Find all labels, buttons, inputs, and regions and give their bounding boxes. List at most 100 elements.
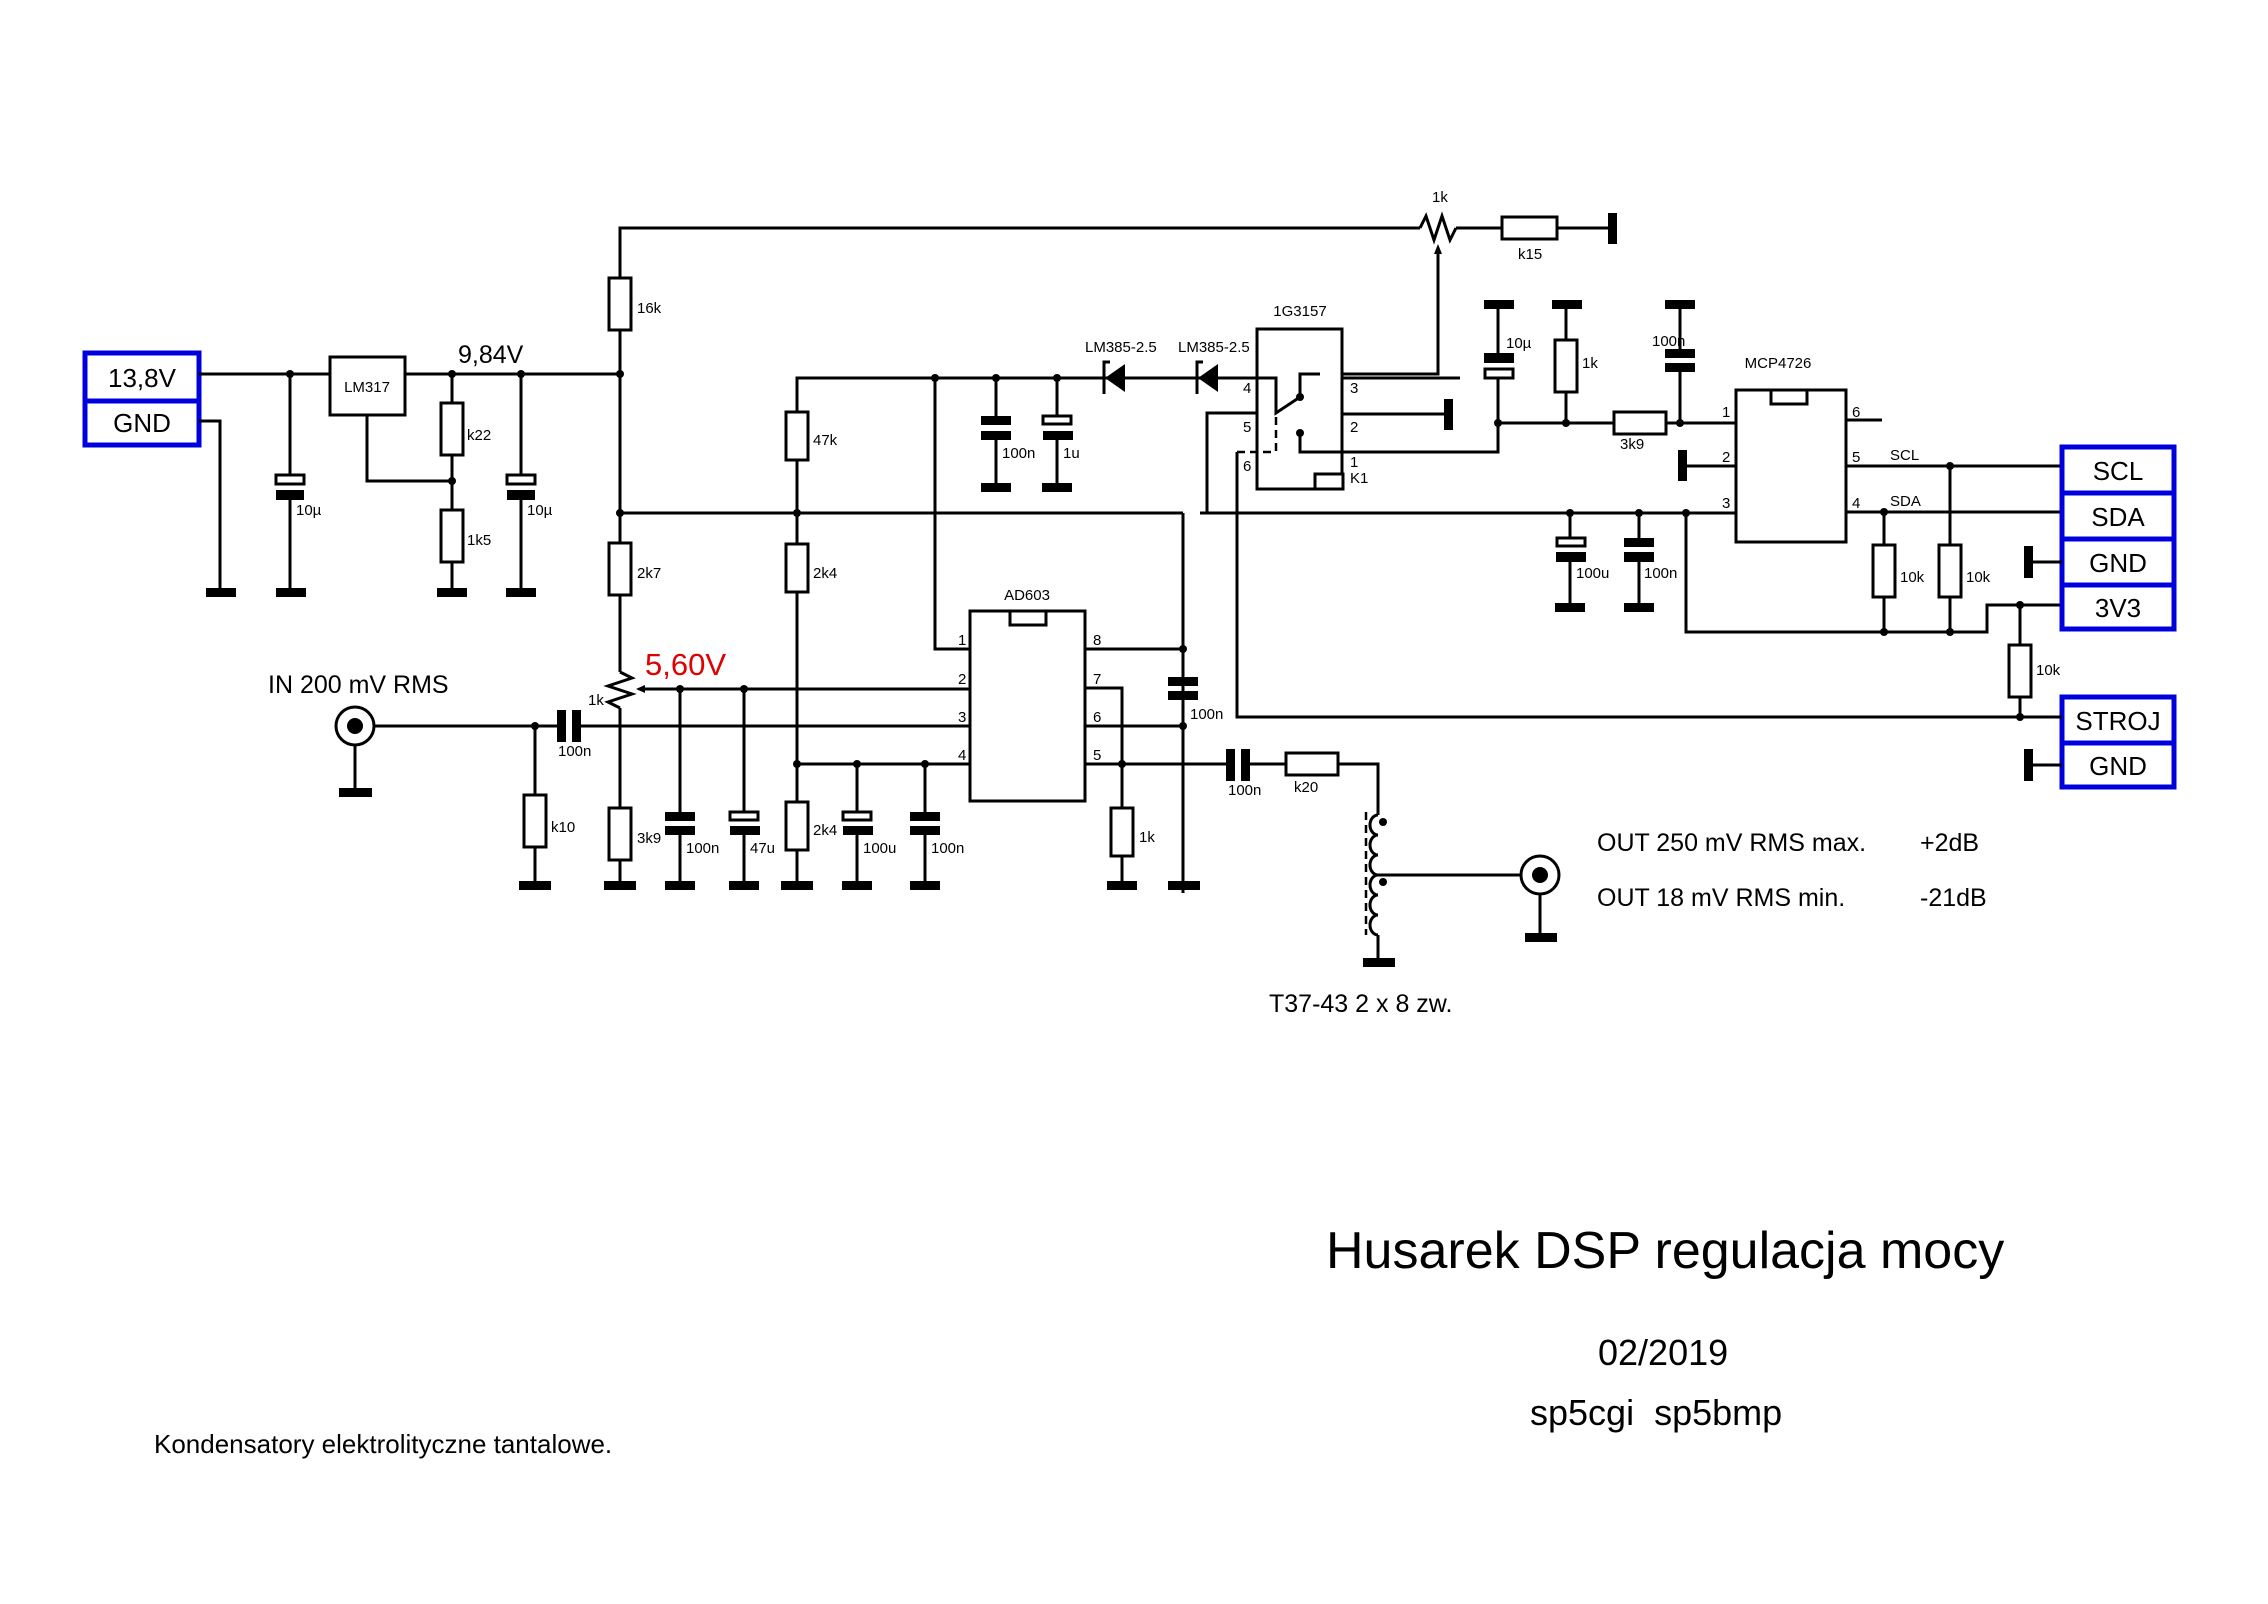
svg-text:6: 6 [1852,404,1860,421]
sda-net-label: SDA [1890,493,1921,510]
svg-text:1k: 1k [1582,355,1598,372]
output-min-label: OUT 18 mV RMS min. [1597,884,1845,912]
document-date: 02/2019 [1598,1332,1728,1373]
ground-symbol [604,881,636,890]
svg-text:2k4: 2k4 [813,822,837,839]
ground-symbol [981,483,1011,492]
svg-text:100u: 100u [1576,565,1609,582]
ground-symbol [1608,213,1617,244]
i2c-connector: SCL SDA GND 3V3 [2024,444,2177,632]
ground-symbol [1168,881,1200,890]
svg-text:6: 6 [1243,458,1251,475]
transformer-coil-icon [1364,812,1387,937]
output-max-gain: +2dB [1920,829,1979,857]
svg-text:100n: 100n [1644,565,1677,582]
svg-text:1k5: 1k5 [467,532,491,549]
svg-text:100n: 100n [1002,445,1035,462]
ground-symbol [1042,483,1072,492]
svg-text:100n: 100n [1228,782,1261,799]
input-label: IN 200 mV RMS [268,671,449,699]
svg-text:3: 3 [1722,495,1730,512]
svg-text:4: 4 [1852,495,1860,512]
ground-symbol [437,588,467,597]
svg-text:2k7: 2k7 [637,565,661,582]
ground-symbol [729,881,759,890]
svg-text:3k9: 3k9 [1620,436,1644,453]
ground-symbol [2024,546,2033,578]
svg-text:47k: 47k [813,432,838,449]
i2c-pin-scl: SCL [2093,456,2144,486]
svg-text:100n: 100n [1652,333,1685,350]
document-title: Husarek DSP regulacja mocy [1326,1222,2004,1280]
svg-text:LM385-2.5: LM385-2.5 [1178,339,1250,356]
ground-symbol [206,588,236,597]
regulated-voltage-label: 9,84V [458,341,524,369]
footnote: Kondensatory elektrolityczne tantalowe. [154,1429,612,1459]
svg-text:1: 1 [1350,454,1358,471]
svg-text:1k: 1k [588,692,604,709]
svg-text:K1: K1 [1350,470,1368,487]
i2c-pin-sda: SDA [2091,502,2145,532]
resistor-divider-lm317: k22 1k5 [437,374,491,597]
svg-text:16k: 16k [637,300,662,317]
power-pin-gnd: GND [113,408,171,438]
main-rail: 16k 2k7 [607,226,1420,893]
scl-net-label: SCL [1890,447,1919,464]
svg-text:2: 2 [958,671,966,688]
svg-text:k20: k20 [1294,779,1318,796]
3v3-rail: 100u 100n 10k 10k 10k [1207,466,2062,721]
svg-text:100n: 100n [1190,706,1223,723]
capacitor-100n-wiper: 100n [665,689,719,890]
ground-symbol [1665,300,1695,309]
capacitor-47u-wiper: 47u [728,689,775,890]
1g3157-switch: 1G3157 K1 4 5 6 3 2 1 [1200,303,2010,719]
ground-symbol [1363,958,1395,967]
svg-text:7: 7 [1093,671,1101,688]
svg-text:3k9: 3k9 [637,830,661,847]
svg-text:1G3157: 1G3157 [1273,303,1326,320]
svg-text:47u: 47u [750,840,775,857]
svg-text:4: 4 [958,747,966,764]
control-voltage-label: 5,60V [645,647,726,682]
control-pin-gnd: GND [2089,751,2147,781]
svg-text:LM317: LM317 [344,379,390,396]
svg-text:1k: 1k [1432,189,1448,206]
zener-lm385-1: LM385-2.5 [1085,339,1157,394]
power-pin-13v8: 13,8V [108,363,177,393]
document-authors: sp5cgi sp5bmp [1530,1392,1782,1433]
ground-symbol [1444,399,1453,430]
svg-text:10µ: 10µ [527,502,553,519]
svg-text:8: 8 [1093,632,1101,649]
zener-lm385-2: LM385-2.5 [1178,339,1250,394]
capacitor-10u-input: 10µ [274,473,322,597]
svg-text:LM385-2.5: LM385-2.5 [1085,339,1157,356]
power-connector: 13,8V GND [82,350,202,448]
input-supply-wires [199,370,330,597]
svg-text:AD603: AD603 [1004,587,1050,604]
ground-symbol [2024,749,2033,781]
ground-symbol [1552,300,1582,309]
svg-text:5: 5 [1852,449,1860,466]
svg-text:k15: k15 [1518,246,1542,263]
reference-zener-network: 100n 1u [931,374,1080,651]
svg-text:5: 5 [1093,747,1101,764]
svg-text:k22: k22 [467,427,491,444]
mcp4726-dac: MCP4726 1 2 3 6 5 4 SCL SDA [1678,355,2062,544]
svg-text:6: 6 [1093,709,1101,726]
ground-symbol [910,881,940,890]
ground-symbol [781,881,813,890]
capacitor-100n-ref: 100n [910,764,964,890]
potentiometer-1k-top: 1k k15 [1320,189,1617,376]
dac-filter: 10µ 1k 3k9 100n [1483,300,1736,453]
ground-symbol [1624,603,1654,612]
ground-symbol [665,881,695,890]
capacitor-10u-output: 10µ [505,374,553,597]
transformer-label: T37-43 2 x 8 zw. [1269,990,1452,1018]
svg-text:k10: k10 [551,819,575,836]
svg-text:100n: 100n [686,840,719,857]
svg-text:1: 1 [958,632,966,649]
output-section: 100n k20 T37-43 2 x 8 zw. OUT 250 mV RMS… [1226,749,1987,1018]
svg-text:1: 1 [1722,404,1730,421]
ground-symbol [1525,933,1557,942]
svg-text:10k: 10k [1900,569,1925,586]
